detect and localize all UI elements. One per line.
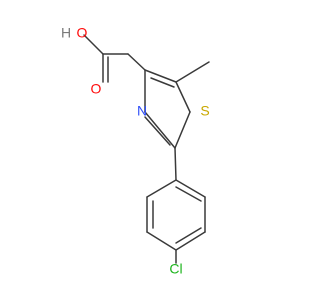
bond-s-c2 (174, 111, 191, 149)
phenyl-bond-3 (175, 231, 206, 251)
atom-label-nitrogen: N (137, 103, 147, 119)
phenyl-bond-6 (146, 179, 177, 198)
chemical-structure-diagram: H O O N S Cl (61, 25, 210, 277)
bond-c4-c5 (144, 69, 177, 83)
atom-label-hydroxyl-oxygen: O (77, 25, 88, 41)
atom-label-carbonyl-oxygen: O (91, 81, 102, 97)
bond-c2-n (144, 111, 176, 149)
phenyl-bond-3-inner (175, 227, 202, 244)
bond-thiazole-phenyl (174, 147, 177, 181)
atom-label-hydroxyl-hydrogen: H (61, 25, 71, 41)
bond-c5-methyl (175, 61, 210, 83)
bond-c4-c5-inner (150, 77, 175, 88)
bond-oh-c (83, 34, 104, 55)
phenyl-bond-1 (175, 179, 206, 198)
atom-label-sulfur: S (200, 103, 209, 119)
bond-c5-s (175, 81, 191, 113)
atom-label-chlorine: Cl (169, 261, 182, 277)
phenyl-bond-4 (146, 231, 177, 251)
bond-ch2-thiazole-c4 (127, 53, 146, 71)
bond-c2-n-double (144, 116, 171, 146)
phenyl-bond-1-inner (175, 186, 202, 202)
